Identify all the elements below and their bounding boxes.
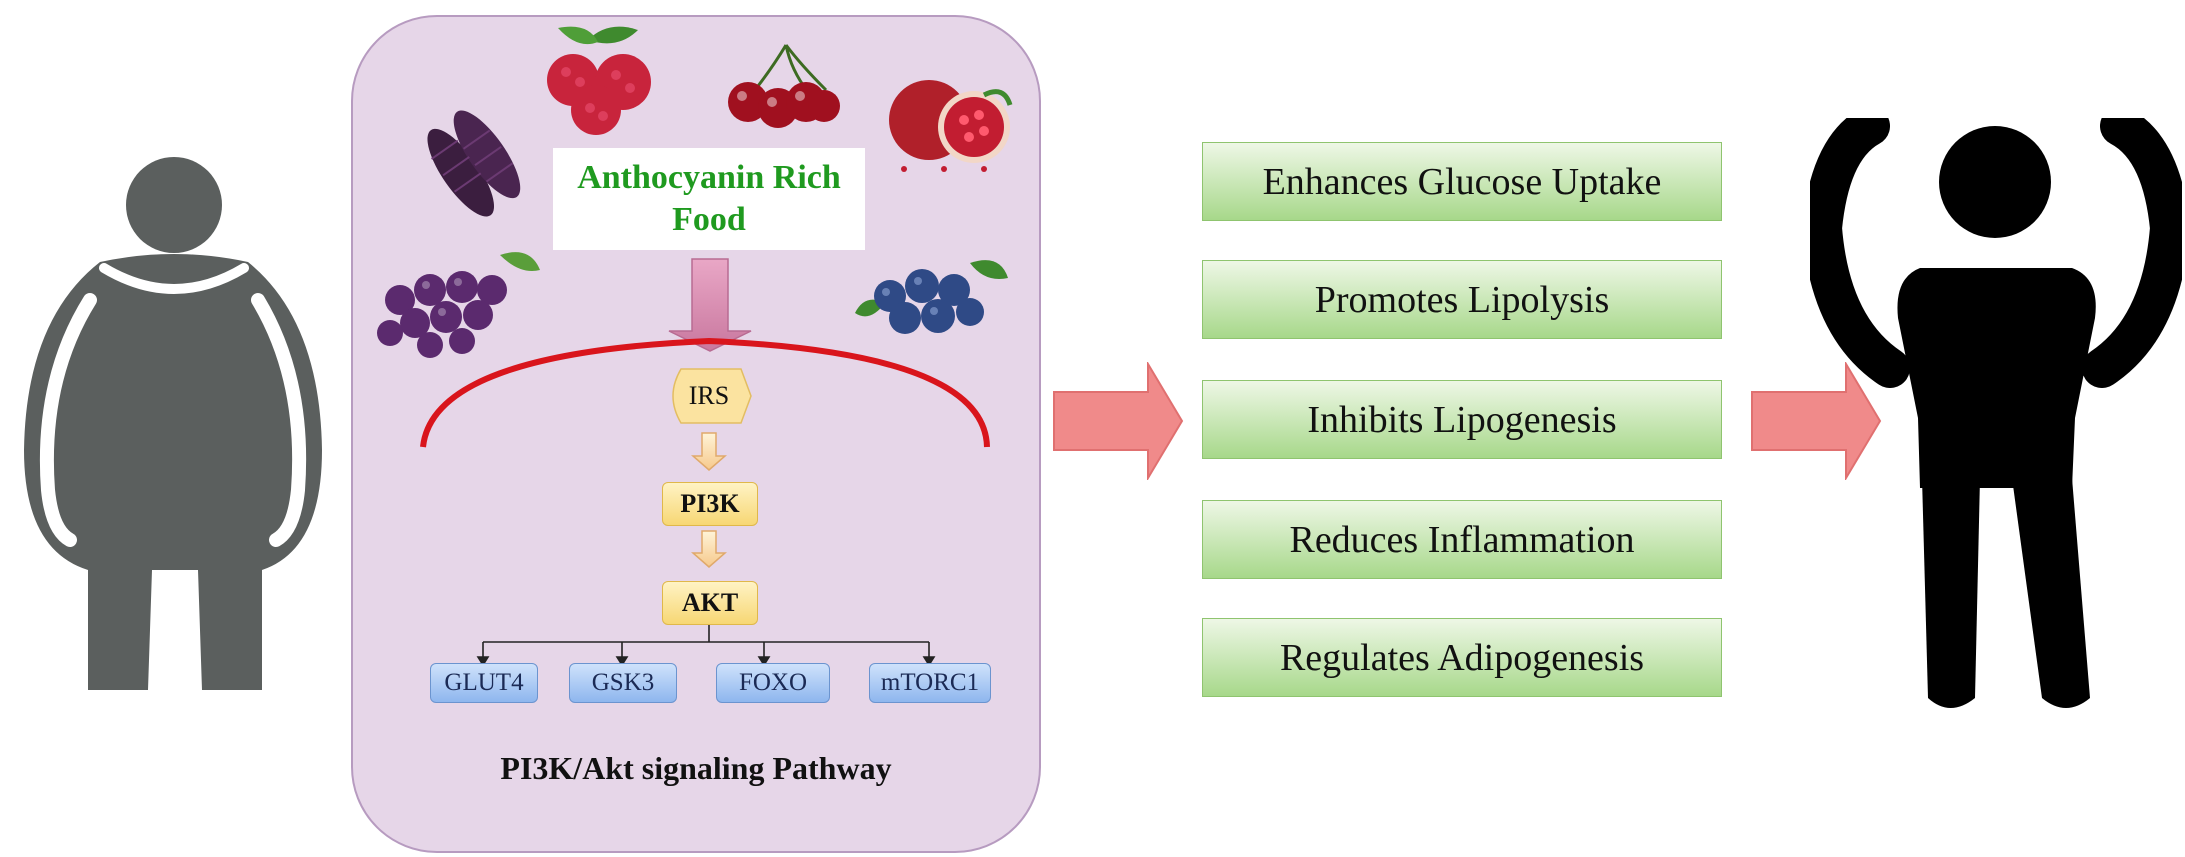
food-to-membrane-arrow <box>668 258 752 352</box>
fit-person-icon <box>1810 118 2182 708</box>
target-mtorc1: mTORC1 <box>869 663 991 703</box>
target-foxo: FOXO <box>716 663 830 703</box>
food-label: Anthocyanin Rich Food <box>553 148 865 250</box>
outcome-adipogenesis: Regulates Adipogenesis <box>1202 618 1722 697</box>
pathway-title: PI3K/Akt signaling Pathway <box>500 750 892 786</box>
cherry-icon <box>728 44 840 128</box>
outcome-lipogenesis: Inhibits Lipogenesis <box>1202 380 1722 459</box>
outcome-inflammation: Reduces Inflammation <box>1202 500 1722 579</box>
akt-node: AKT <box>662 581 758 625</box>
outcome-lipolysis: Promotes Lipolysis <box>1202 260 1722 339</box>
irs-to-pi3k-arrow <box>691 432 727 471</box>
target-gsk3: GSK3 <box>569 663 677 703</box>
outcomes-to-fit-arrow <box>1751 362 1882 480</box>
grapes-icon <box>377 252 540 358</box>
pi3k-node: PI3K <box>662 482 758 526</box>
target-glut4: GLUT4 <box>430 663 538 703</box>
outcome-glucose-uptake: Enhances Glucose Uptake <box>1202 142 1722 221</box>
obese-person-icon <box>24 157 322 690</box>
cell-membrane <box>420 337 990 448</box>
pathway-graphics <box>420 258 990 667</box>
irs-node: IRS <box>688 381 730 410</box>
panel-to-outcomes-arrow <box>1053 362 1184 480</box>
corn-icon <box>427 110 521 217</box>
irs-shape <box>672 368 752 424</box>
pomegranate-icon <box>889 80 1013 172</box>
raspberry-icon <box>547 26 651 135</box>
blueberry-icon <box>855 260 1008 334</box>
pi3k-to-akt-arrow <box>691 530 727 568</box>
